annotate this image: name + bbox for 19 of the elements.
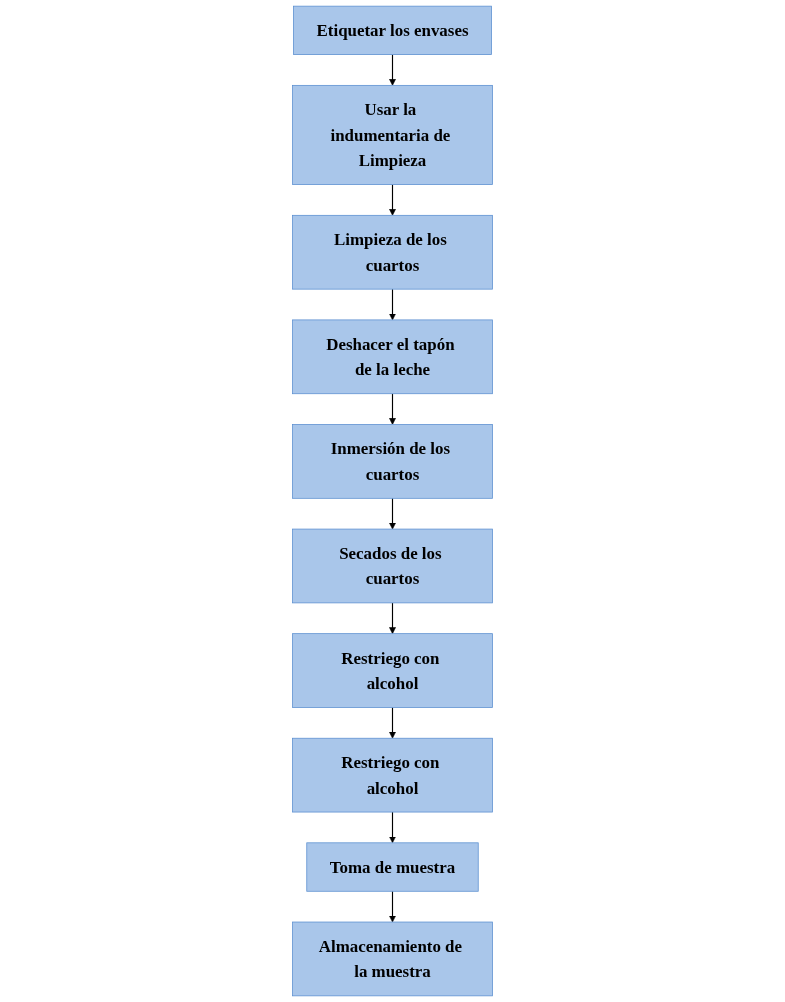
arrow	[389, 393, 396, 425]
arrow	[389, 890, 396, 923]
node-box: Restriego con alcohol	[292, 737, 493, 813]
arrow	[389, 497, 396, 530]
arrow	[389, 184, 396, 216]
node-box: Deshacer el tapón de la leche	[292, 319, 493, 395]
node-box: Inmersión de los cuartos	[292, 424, 493, 499]
arrow	[389, 706, 396, 739]
node-box: Almacenamiento de la muestra	[292, 921, 493, 997]
node-box: Toma de muestra	[306, 842, 479, 892]
node-box: Usar la indumentaria de Limpieza	[292, 84, 493, 185]
arrow	[389, 811, 396, 844]
arrow	[389, 288, 396, 321]
node-box: Restriego con alcohol	[292, 633, 493, 708]
node-box: Etiquetar los envases	[293, 5, 492, 55]
node-box: Secados de los cuartos	[292, 528, 493, 604]
node-box: Limpieza de los cuartos	[292, 214, 493, 290]
arrow	[389, 54, 396, 86]
arrow	[389, 602, 396, 634]
